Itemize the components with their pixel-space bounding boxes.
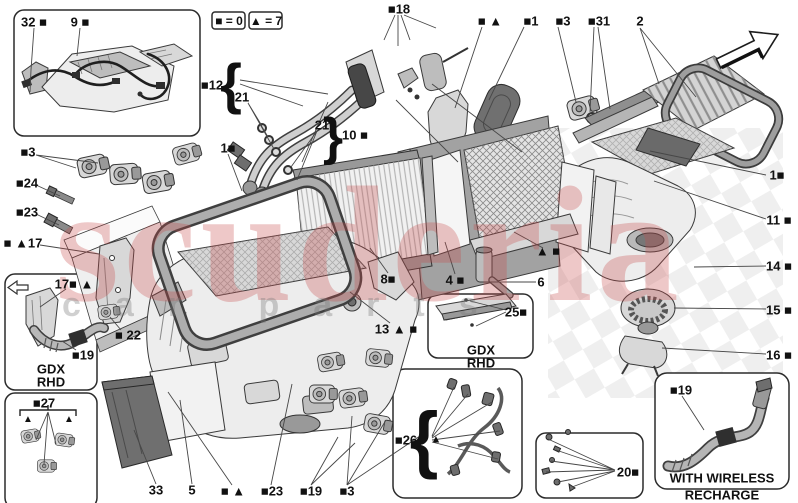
box-20-contents: [541, 429, 576, 492]
box-20: [535, 432, 644, 499]
callout-27-triangle-b: ▲: [64, 414, 74, 425]
filter-cover-2: [572, 55, 784, 169]
inset-harness-diagram: [21, 43, 194, 113]
callout-24: ■24: [15, 175, 39, 191]
callout-4: 4 ■: [445, 272, 465, 288]
brace-12: {: [220, 52, 242, 115]
callout-25: 25■: [504, 304, 528, 320]
callout-triangle-square-mid: ▲ ■: [535, 243, 561, 259]
callout-10: 10 ■: [342, 127, 368, 143]
hvac-main-unit: [146, 175, 420, 439]
callout-16: 16 ■: [766, 347, 792, 363]
callout-11: 11 ■: [766, 212, 792, 228]
wireless-label-line1: WITH WIRELESS: [669, 470, 775, 486]
callout-14: 14 ■: [766, 258, 792, 274]
callout-23-left: ■23: [15, 204, 39, 220]
callout-3-bottom: ■3: [339, 483, 355, 499]
brace-10: }: [322, 108, 344, 166]
callout-26-triangle: ▲: [430, 433, 442, 446]
temperature-sensor-23: [43, 212, 74, 235]
legend-triangle-label: ▲ = 7: [249, 14, 283, 28]
callout-square-triangle-top: ■ ▲: [477, 13, 503, 29]
callout-32: 32 ■: [21, 14, 47, 30]
callout-15: 15 ■: [766, 302, 792, 318]
temperature-sensor-24: [45, 185, 76, 205]
callout-21-upper: 21: [234, 89, 250, 105]
callout-21-lower: 21: [314, 117, 330, 133]
callout-19-wireless: ■19: [669, 382, 693, 398]
legend-square-box: [211, 11, 246, 30]
callout-31: ■31: [587, 13, 611, 29]
callout-22: ■ 22: [115, 327, 141, 343]
blower-motor-15: [620, 288, 676, 335]
callout-13: 13 ▲ ■: [374, 321, 418, 337]
gdx-center-contents: [435, 293, 517, 327]
callout-8: 8■: [380, 271, 396, 287]
box-27-contents: [19, 405, 77, 473]
gdx-left-line1: GDX: [36, 361, 66, 377]
callout-26: ■26: [394, 432, 418, 448]
direction-arrow: [715, 30, 780, 70]
brace-26: {: [409, 397, 439, 480]
box-27: [4, 392, 98, 503]
callout-3-left: ■3: [20, 144, 36, 160]
callout-1-left: 1■: [220, 140, 236, 156]
callout-1-top: ■1: [523, 13, 539, 29]
sensor-parts-18: [347, 47, 469, 109]
mounting-bracket-17: [95, 237, 135, 325]
callout-33: 33: [148, 482, 164, 498]
callout-17-box: 17■ ▲: [54, 276, 94, 292]
callout-6: 6: [537, 274, 545, 290]
gdx-center-line2: RHD: [466, 355, 496, 371]
callout-18: ■18: [387, 1, 411, 17]
gdx-left-line2: RHD: [36, 374, 66, 390]
callout-19-bottom: ■19: [299, 483, 323, 499]
callout-1-right: 1■: [769, 167, 785, 183]
wireless-label-line2: RECHARGE: [684, 487, 760, 503]
condensate-drain-6: [475, 246, 514, 299]
gdx-center-line1: GDX: [466, 342, 496, 358]
callout-square-triangle-bottom: ■ ▲: [220, 483, 246, 499]
gdx-left-contents: [6, 279, 109, 353]
callout-27-triangle-a: ▲: [23, 414, 33, 425]
legend-square-label: ■ = 0: [215, 14, 243, 28]
callout-17-left: ■ ▲17: [3, 235, 43, 251]
callout-19-box-left: ■19: [71, 347, 95, 363]
direction-arrow-icon: [6, 279, 29, 296]
leader-lines: [29, 14, 767, 488]
evaporator-assembly: [397, 115, 617, 303]
callout-2: 2: [636, 13, 644, 29]
callout-20: 20■: [616, 464, 640, 480]
callout-27: ■27: [32, 395, 56, 411]
callout-12: ■12: [200, 77, 224, 93]
seal-gasket: [151, 175, 363, 351]
box-26-contents: [446, 377, 511, 476]
callout-9: 9 ■: [70, 14, 90, 30]
callout-3-top: ■3: [555, 13, 571, 29]
wireless-hose-19: [662, 377, 773, 473]
callout-23-bottom: ■23: [260, 483, 284, 499]
legend-triangle-box: [248, 11, 283, 30]
callout-5: 5: [188, 482, 196, 498]
